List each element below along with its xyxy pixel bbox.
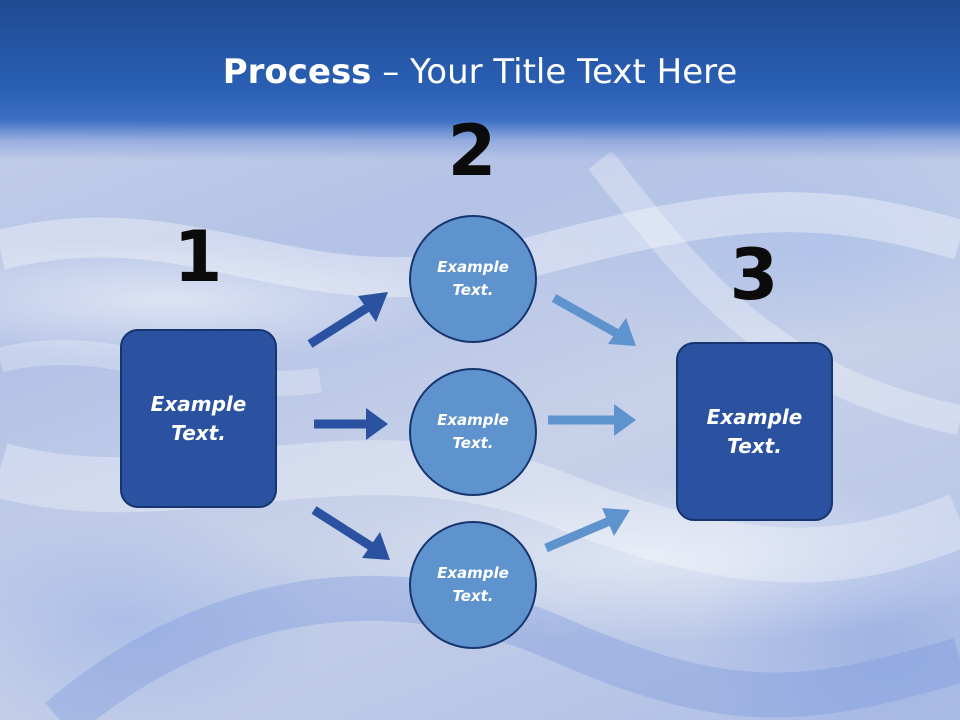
step-2-number: 2 [447,110,497,192]
title-bold: Process [222,52,372,92]
arrow-middle-to-3 [548,404,636,436]
step-1-number: 1 [173,216,223,298]
arrow-1-to-top [307,292,388,348]
step-2-circle-top-label: Example Text. [437,258,509,299]
title-rest: – Your Title Text Here [371,52,738,92]
step-1-box: Example Text. [120,329,277,508]
step-2-circle-bottom: Example Text. [409,521,537,649]
step-2-circle-top: Example Text. [409,215,537,343]
step-2-circle-bottom-label: Example Text. [437,564,509,605]
arrow-1-to-middle [314,408,388,440]
header-band [0,0,960,160]
arrow-1-to-bottom [311,506,390,560]
step-1-label: Example Text. [150,391,247,445]
step-3-label: Example Text. [706,404,803,458]
slide-title: Process – Your Title Text Here [0,52,960,92]
step-2-circle-middle: Example Text. [409,368,537,496]
arrow-top-to-3 [551,294,636,346]
step-3-number: 3 [729,234,779,316]
step-2-circle-middle-label: Example Text. [437,411,509,452]
arrow-bottom-to-3 [544,508,630,553]
step-3-box: Example Text. [676,342,833,521]
